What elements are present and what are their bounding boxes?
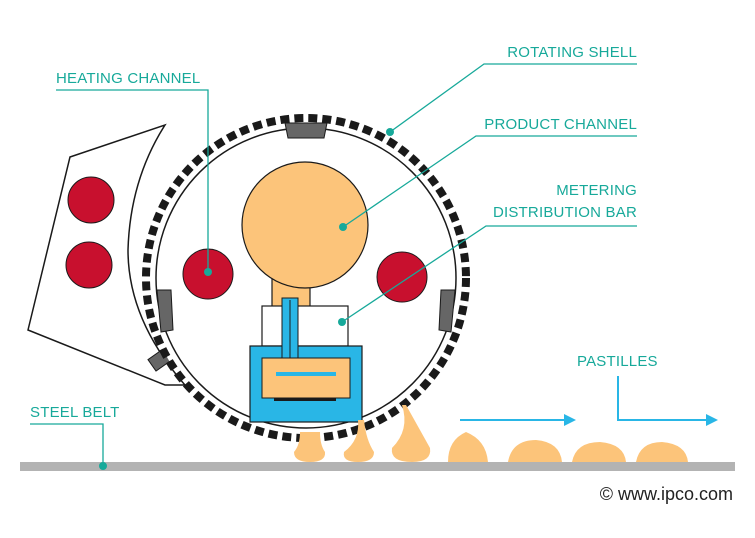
leader-dot-heating	[204, 268, 212, 276]
pastille-6	[572, 442, 626, 462]
pastille-4	[448, 432, 488, 462]
metering-slot	[276, 372, 336, 376]
pastille-drop-3	[391, 405, 431, 462]
seal-left	[156, 289, 174, 333]
leader-dot-product	[339, 223, 347, 231]
pastille-drop-1	[294, 432, 326, 462]
arrow-shaft-2	[617, 376, 706, 421]
seal-top	[284, 122, 328, 139]
arrow-head-1	[564, 414, 576, 426]
shoe-heating-channel-1	[67, 176, 115, 224]
label-heating-channel: HEATING CHANNEL	[56, 70, 201, 87]
heating-channel-right	[376, 251, 428, 303]
metering-inner	[261, 357, 351, 399]
leader-product	[342, 135, 637, 228]
pastille-7	[636, 442, 688, 462]
label-metering-distribution-bar: METERING DISTRIBUTION BAR	[493, 180, 637, 224]
metering-rod	[274, 398, 336, 401]
steel-belt	[20, 462, 735, 471]
label-metering-line2: DISTRIBUTION BAR	[492, 204, 637, 221]
product-channel	[241, 161, 369, 289]
leader-dot-metering	[338, 318, 346, 326]
label-pastilles: PASTILLES	[577, 353, 658, 370]
arrow-head-2	[706, 414, 718, 426]
pastille-5	[508, 440, 562, 462]
pastille-drop-2	[343, 420, 374, 462]
label-steel-belt: STEEL BELT	[30, 404, 120, 421]
label-metering-line1: METERING	[556, 182, 637, 199]
leader-rotating	[389, 63, 637, 133]
leader-metering	[341, 225, 637, 323]
metering-housing	[261, 305, 349, 347]
label-rotating-shell: ROTATING SHELL	[507, 44, 637, 61]
leader-heating	[56, 89, 209, 272]
seal-right	[438, 289, 456, 333]
shoe-heating-channel-2	[65, 241, 113, 289]
copyright-text: © www.ipco.com	[599, 484, 733, 504]
leader-dot-rotating	[386, 128, 394, 136]
leader-dot-steel-belt	[99, 462, 107, 470]
leader-steel-belt	[30, 423, 104, 466]
label-product-channel: PRODUCT CHANNEL	[484, 116, 637, 133]
